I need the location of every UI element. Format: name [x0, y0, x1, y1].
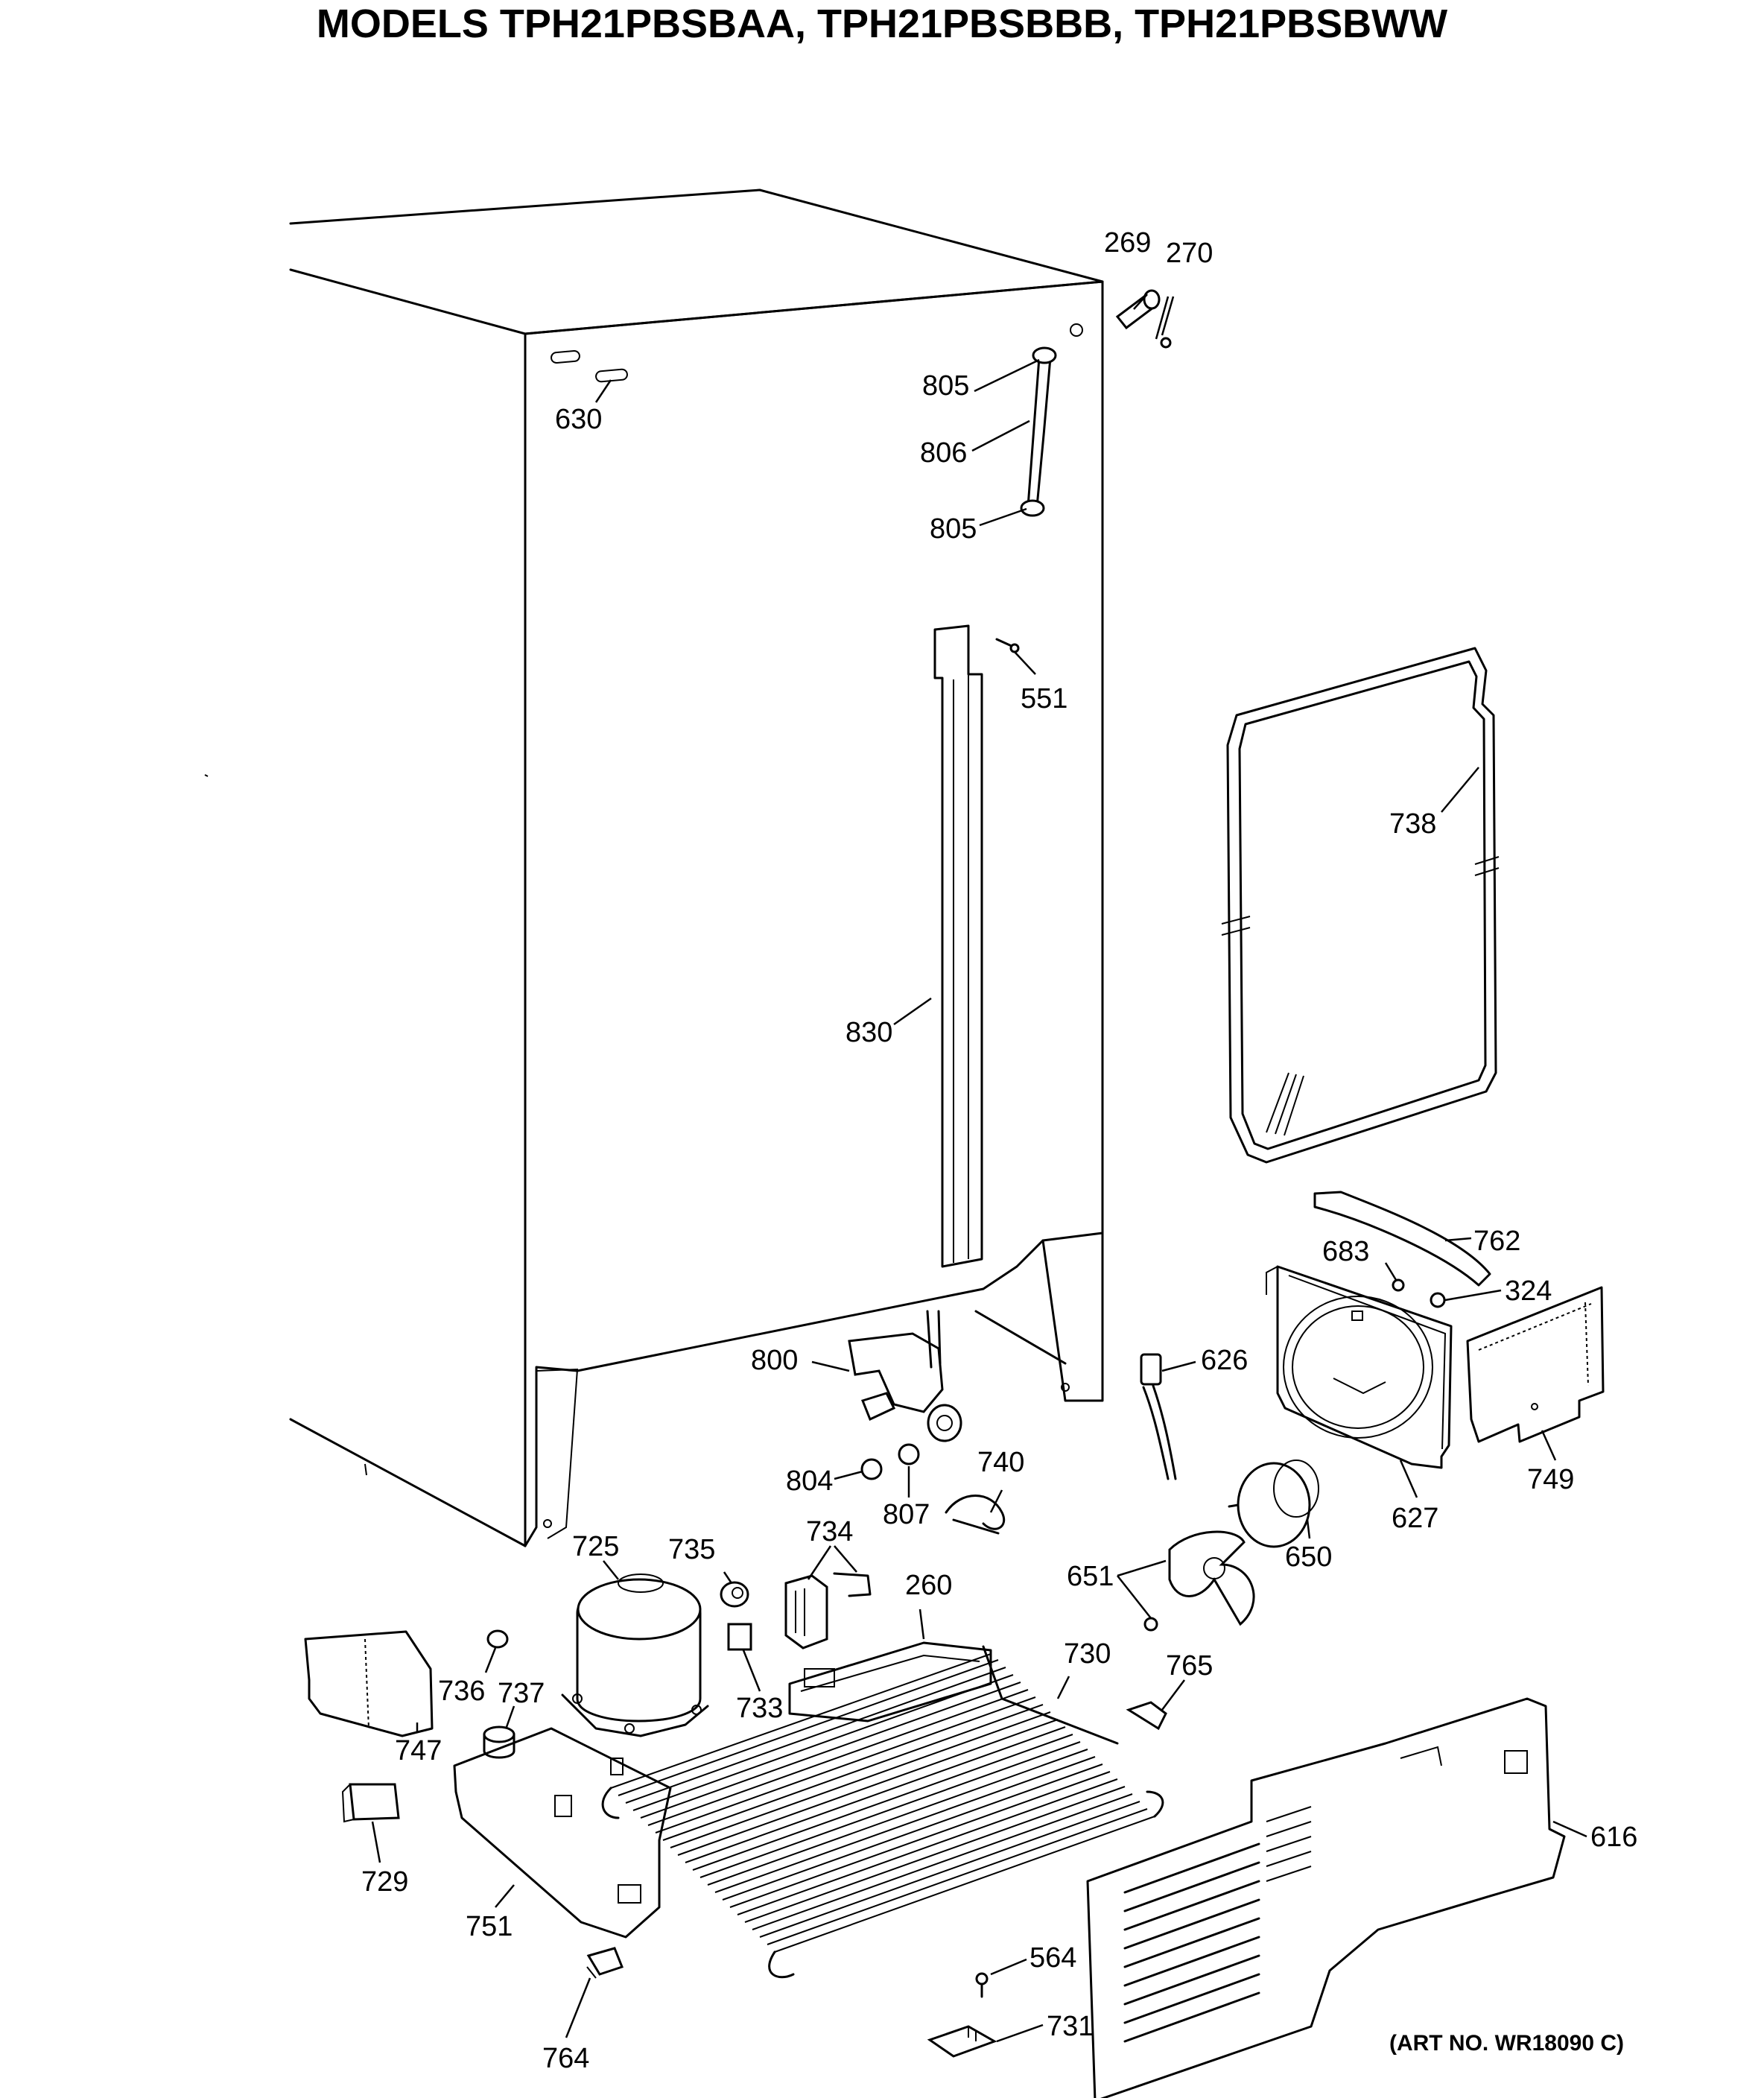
callout-627: 627 — [1392, 1503, 1438, 1534]
fan-blade-651 — [1143, 1530, 1255, 1632]
callout-731: 731 — [1047, 2011, 1094, 2042]
screw-564 — [975, 1972, 989, 1998]
callout-683: 683 — [1322, 1236, 1369, 1267]
callout-806: 806 — [920, 437, 967, 469]
callout-564: 564 — [1029, 1942, 1076, 1974]
callout-747: 747 — [395, 1735, 442, 1766]
callout-269: 269 — [1104, 227, 1151, 259]
relay-734 — [784, 1572, 872, 1649]
callout-616: 616 — [1590, 1822, 1637, 1853]
callout-738: 738 — [1389, 808, 1436, 840]
callout-804: 804 — [786, 1465, 833, 1497]
part-733 — [727, 1623, 752, 1651]
callout-630: 630 — [555, 404, 602, 435]
clip-764 — [586, 1947, 624, 1979]
cover-747 — [304, 1630, 434, 1737]
tube-806 — [1020, 346, 1057, 517]
callout-762: 762 — [1473, 1226, 1520, 1257]
callout-764: 764 — [542, 2043, 589, 2074]
part-729 — [341, 1783, 400, 1823]
base-pan-751 — [453, 1727, 672, 1939]
callout-751: 751 — [466, 1911, 513, 1942]
callout-labels: 269 270 630 805 806 805 551 738 830 762 … — [361, 227, 1637, 2074]
gasket-738 — [1221, 647, 1500, 1164]
art-number: (ART NO. WR18090 C) — [1389, 2031, 1624, 2056]
callout-734: 734 — [806, 1516, 853, 1547]
condenser-730 — [601, 1645, 1164, 1979]
motor-650 — [1228, 1460, 1319, 1548]
part-762 — [1313, 1191, 1491, 1287]
callout-749: 749 — [1527, 1464, 1574, 1495]
fan-shroud-627 — [1266, 1265, 1453, 1469]
page-title: MODELS TPH21PBSBAA, TPH21PBSBBB, TPH21PB… — [317, 1, 1447, 46]
callout-735: 735 — [668, 1534, 715, 1565]
refrigerator-cabinet — [204, 188, 1104, 1547]
callout-765: 765 — [1166, 1650, 1213, 1682]
callout-805a: 805 — [922, 370, 969, 402]
callout-830: 830 — [845, 1017, 892, 1048]
leader-lines — [371, 294, 1587, 2043]
compressor-725 — [561, 1574, 709, 1737]
screw-683 — [1392, 1278, 1405, 1292]
part-804 — [860, 1458, 883, 1480]
bracket-731 — [927, 2025, 997, 2058]
water-valve-800 — [848, 1310, 962, 1442]
cord-626 — [1140, 1353, 1177, 1480]
callout-651: 651 — [1067, 1561, 1114, 1592]
callout-729: 729 — [361, 1866, 408, 1898]
part-324 — [1430, 1292, 1446, 1308]
grille-616 — [1086, 1697, 1566, 2098]
part-735 — [720, 1581, 749, 1608]
cover-749 — [1466, 1286, 1605, 1443]
screw-551 — [995, 638, 1020, 653]
drain-pan-260 — [788, 1641, 992, 1723]
callout-736: 736 — [438, 1676, 485, 1707]
callout-650: 650 — [1285, 1541, 1332, 1573]
callout-737: 737 — [498, 1678, 545, 1709]
channel-830 — [933, 624, 983, 1268]
callout-270: 270 — [1166, 238, 1213, 269]
part-269 — [1115, 289, 1172, 349]
callout-260: 260 — [905, 1570, 952, 1601]
callout-551: 551 — [1021, 683, 1067, 714]
callout-730: 730 — [1064, 1638, 1111, 1670]
callout-805b: 805 — [930, 513, 977, 545]
callout-740: 740 — [977, 1447, 1024, 1478]
callout-324: 324 — [1505, 1275, 1552, 1307]
callout-807: 807 — [883, 1499, 930, 1530]
callout-725: 725 — [572, 1531, 619, 1562]
callout-626: 626 — [1201, 1345, 1248, 1376]
callout-733: 733 — [736, 1693, 783, 1724]
bracket-765 — [1126, 1701, 1167, 1731]
part-736 — [486, 1629, 509, 1649]
callout-800: 800 — [751, 1345, 798, 1376]
clip-740 — [945, 1495, 1006, 1535]
part-807 — [898, 1443, 920, 1465]
